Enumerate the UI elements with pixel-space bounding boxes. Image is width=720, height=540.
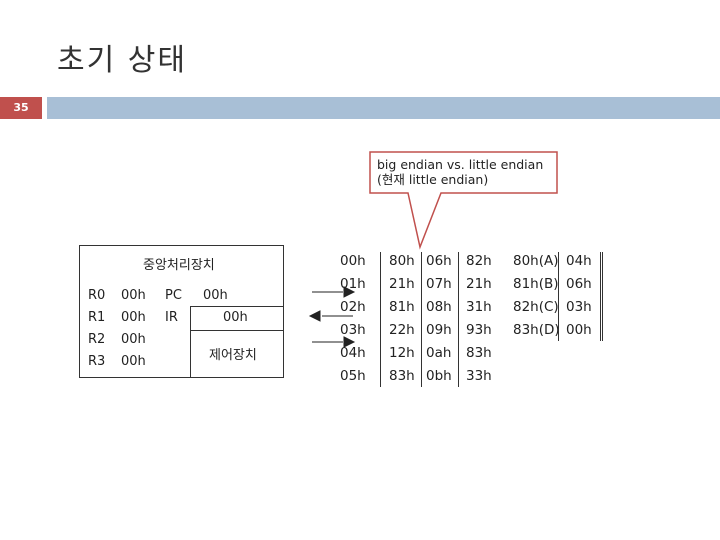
page-number: 35 [0,97,42,119]
mem-value: 12h [389,345,415,361]
mem-addr: 03h [340,322,366,338]
bus-arrows [308,286,356,348]
callout-line-1: big endian vs. little endian [377,157,544,172]
pc-label: PC [165,288,182,303]
mem-divider [602,252,603,341]
mem-value: 21h [466,276,492,292]
mem-addr: 05h [340,368,366,384]
mem-value: 81h [389,299,415,315]
mem-addr: 01h [340,276,366,292]
mem-value: 82h [466,253,492,269]
register-name: R1 [88,310,106,325]
mem-divider [380,252,381,387]
mem-addr: 00h [340,253,366,269]
mem-addr: 82h(C) [513,299,559,315]
control-divider [190,306,191,378]
mem-addr: 06h [426,253,452,269]
mem-addr: 0ah [426,345,452,361]
slide-title: 초기 상태 [57,43,187,78]
pc-value: 00h [203,288,228,303]
ir-value: 00h [223,310,248,325]
ir-bottom-divider [190,330,284,331]
ir-label: IR [165,310,178,325]
mem-value: 03h [566,299,592,315]
mem-addr: 09h [426,322,452,338]
mem-value: 33h [466,368,492,384]
register-value: 00h [121,310,146,325]
mem-value: 21h [389,276,415,292]
mem-addr: 81h(B) [513,276,559,292]
register-name: R3 [88,354,106,369]
mem-value: 31h [466,299,492,315]
mem-divider [458,252,459,387]
mem-addr: 80h(A) [513,253,559,269]
mem-value: 83h [466,345,492,361]
mem-addr: 04h [340,345,366,361]
register-value: 00h [121,332,146,347]
register-value: 00h [121,288,146,303]
register-name: R2 [88,332,106,347]
mem-value: 22h [389,322,415,338]
mem-addr: 07h [426,276,452,292]
mem-value: 83h [389,368,415,384]
mem-addr: 83h(D) [513,322,560,338]
mem-addr: 08h [426,299,452,315]
mem-value: 80h [389,253,415,269]
header-bar [47,97,720,119]
control-unit-label: 제어장치 [209,348,257,363]
mem-addr: 0bh [426,368,452,384]
mem-divider [558,252,559,341]
mem-value: 00h [566,322,592,338]
cpu-label: 중앙처리장치 [143,258,215,273]
mem-value: 04h [566,253,592,269]
mem-value: 93h [466,322,492,338]
mem-divider [421,252,422,387]
callout-line-2: (현재 little endian) [377,172,489,187]
mem-value: 06h [566,276,592,292]
register-name: R0 [88,288,106,303]
register-value: 00h [121,354,146,369]
mem-addr: 02h [340,299,366,315]
pc-ir-divider [190,306,284,307]
cpu-box [79,245,284,378]
mem-divider [600,252,601,341]
